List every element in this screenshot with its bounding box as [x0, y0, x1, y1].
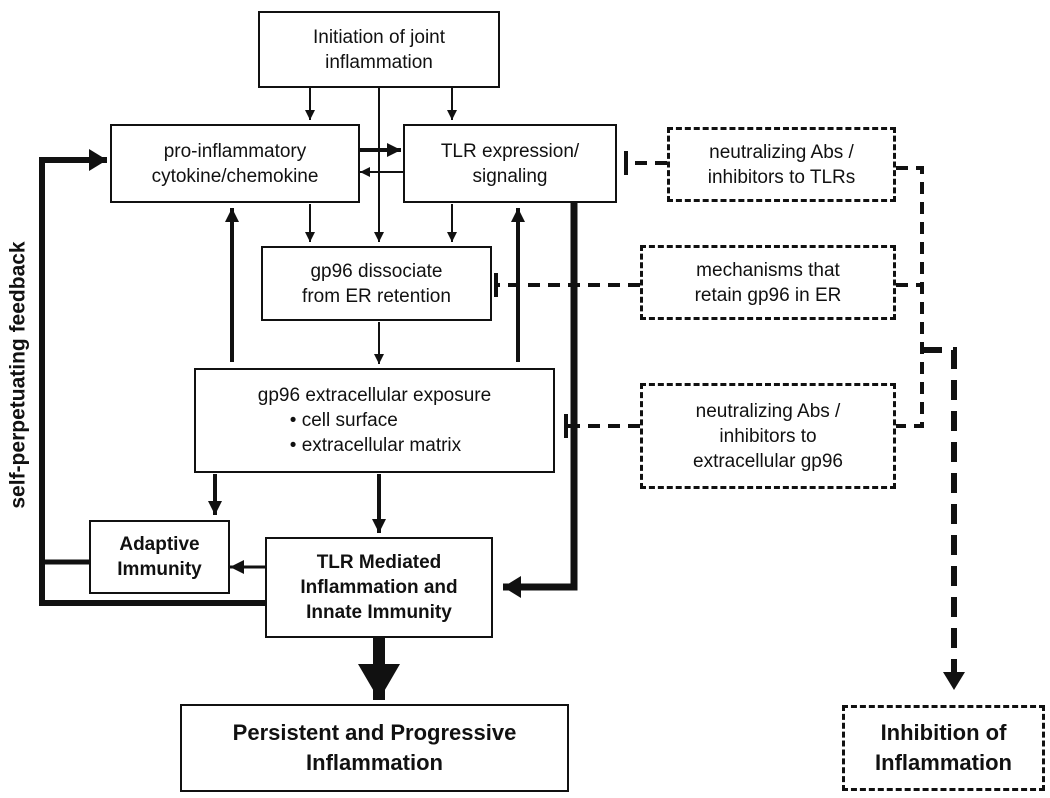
adaptive-line2: Immunity	[117, 559, 202, 580]
inhibition-inflammation-box: Inhibition of Inflammation	[842, 705, 1045, 791]
arrow-tlr-signaling-to-tlr-mediated	[503, 200, 578, 598]
tlr-expression-line1: TLR expression/	[440, 140, 580, 162]
persistent-line1: Persistent and Progressive	[232, 720, 517, 745]
tlr-mediated-line1: TLR Mediated	[316, 552, 442, 573]
retain-gp96-line2: retain gp96 in ER	[694, 284, 842, 306]
initiation-line2: inflammation	[325, 51, 433, 73]
neutralizing-tlr-line1: neutralizing Abs /	[709, 141, 854, 163]
neutralizing-gp96-box: neutralizing Abs / inhibitors to extrace…	[640, 383, 896, 489]
tlr-mediated-line3: Innate Immunity	[306, 602, 452, 623]
adaptive-immunity-box: Adaptive Immunity	[89, 520, 230, 594]
tlr-mediated-box: TLR Mediated Inflammation and Innate Imm…	[265, 537, 493, 638]
neutralizing-gp96-line3: extracellular gp96	[693, 450, 843, 472]
inhibition-line1: Inhibition of	[880, 720, 1007, 745]
initiation-line1: Initiation of joint	[312, 26, 446, 48]
gp96-exposure-title: gp96 extracellular exposure	[257, 385, 492, 406]
tlr-expression-box: TLR expression/ signaling	[403, 124, 617, 203]
inhibition-line2: Inflammation	[875, 750, 1012, 775]
neutralizing-tlr-box: neutralizing Abs / inhibitors to TLRs	[667, 127, 896, 202]
retain-gp96-line1: mechanisms that	[696, 259, 840, 281]
neutralizing-gp96-line2: inhibitors to	[719, 425, 817, 447]
retain-gp96-box: mechanisms that retain gp96 in ER	[640, 245, 896, 320]
feedback-loop-outer	[39, 149, 265, 606]
cytokine-box: pro-inflammatory cytokine/chemokine	[110, 124, 360, 203]
collector-right	[896, 166, 924, 428]
cytokine-line2: cytokine/chemokine	[151, 165, 319, 187]
adaptive-line1: Adaptive	[119, 534, 200, 555]
cytokine-line1: pro-inflammatory	[163, 140, 307, 162]
arrow-to-inhibition	[922, 347, 965, 690]
gp96-exposure-box: gp96 extracellular exposure • cell surfa…	[194, 368, 555, 473]
gp96-dissociate-line1: gp96 dissociate	[310, 260, 443, 282]
persistent-inflammation-box: Persistent and Progressive Inflammation	[180, 704, 569, 792]
gp96-exposure-item-cell-surface: • cell surface	[289, 410, 398, 431]
side-label-text: self-perpetuating feedback	[7, 241, 31, 509]
tlr-mediated-line2: Inflammation and	[300, 577, 458, 598]
gp96-exposure-item-matrix: • extracellular matrix	[289, 435, 462, 456]
neutralizing-tlr-line2: inhibitors to TLRs	[707, 166, 856, 188]
gp96-dissociate-box: gp96 dissociate from ER retention	[261, 246, 492, 321]
tlr-expression-line2: signaling	[472, 165, 548, 187]
gp96-dissociate-line2: from ER retention	[302, 285, 451, 307]
self-perpetuating-feedback-label: self-perpetuating feedback	[4, 180, 34, 570]
persistent-line2: Inflammation	[306, 750, 443, 775]
neutralizing-gp96-line1: neutralizing Abs /	[695, 400, 841, 422]
initiation-box: Initiation of joint inflammation	[258, 11, 500, 88]
